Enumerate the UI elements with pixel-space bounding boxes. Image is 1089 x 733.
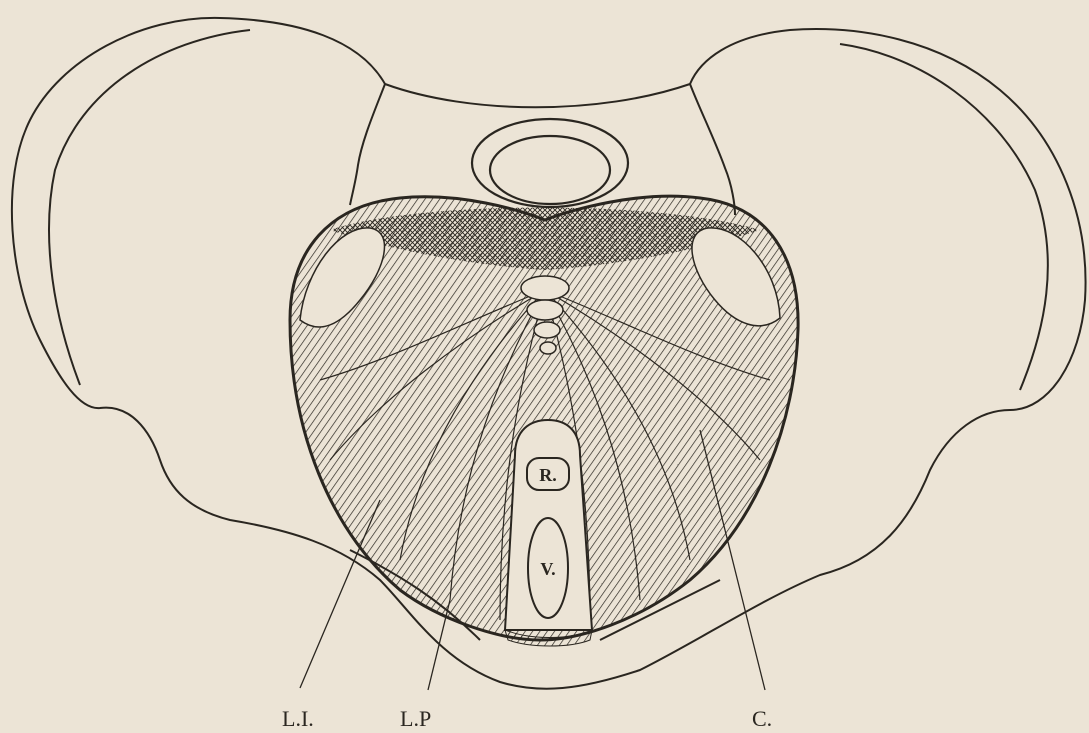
vertebra [472, 119, 628, 207]
pelvic-floor-muscles: R. V. [290, 196, 798, 646]
iliac-crest-right-inner [840, 44, 1048, 390]
vertebra-inner-ring [490, 136, 610, 204]
iliac-crest-left-inner [49, 30, 250, 385]
label-c: C. [752, 706, 772, 731]
leader-line-li [300, 500, 380, 688]
vertebra-outer-ring [472, 119, 628, 207]
label-lp: L.P [400, 706, 431, 731]
rectum-label: R. [539, 465, 557, 485]
label-li: L.I. [282, 706, 314, 731]
vagina-label: V. [540, 559, 555, 579]
